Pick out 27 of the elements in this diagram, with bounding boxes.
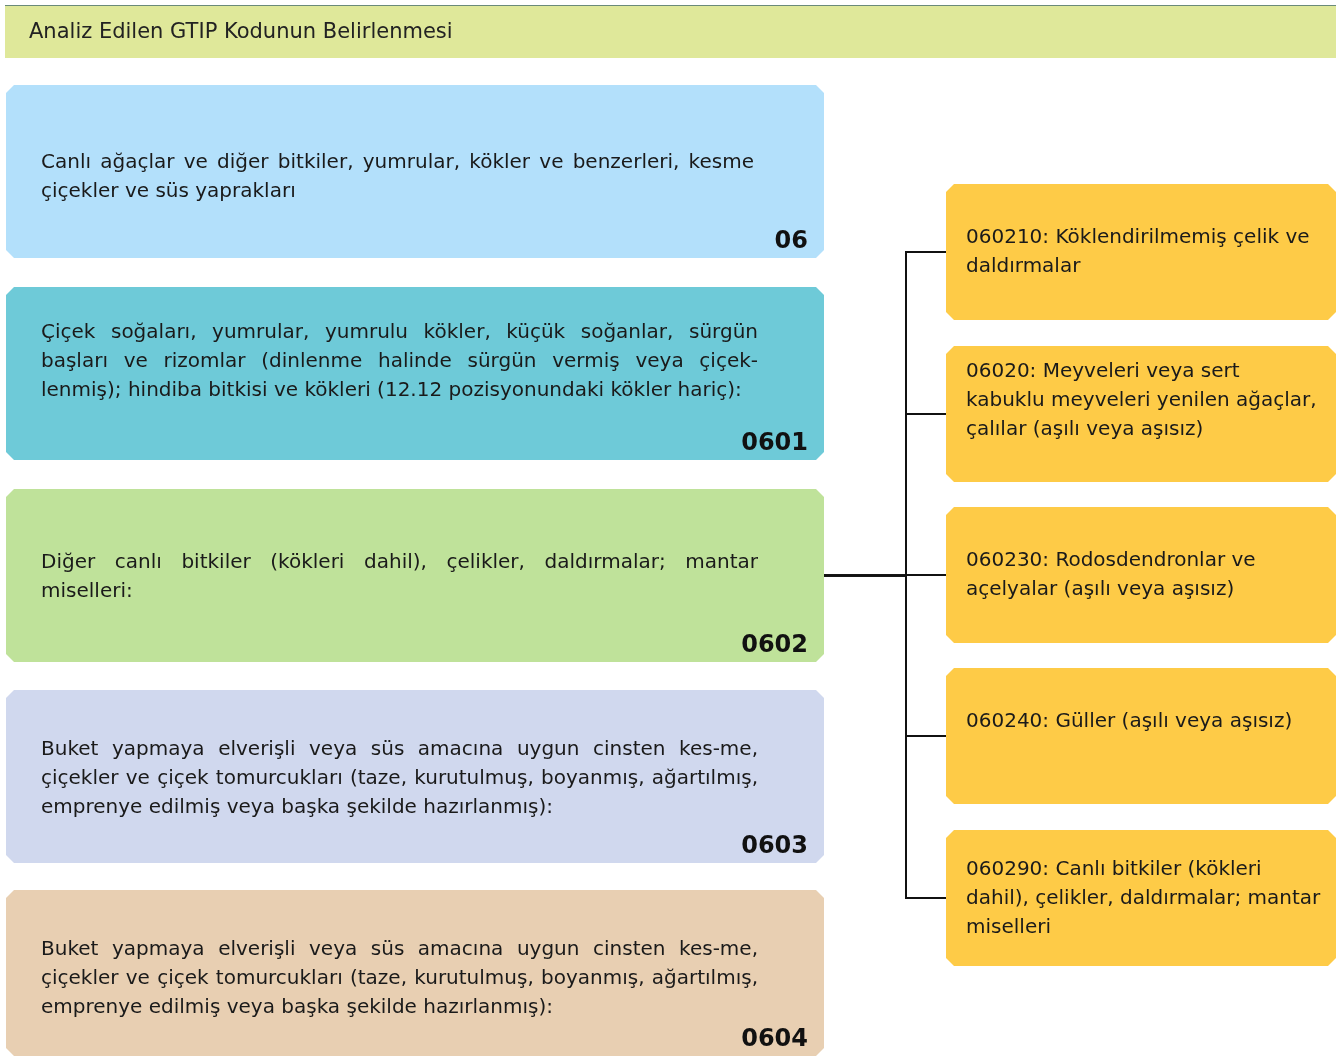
description-text: 06020: Meyveleri veya sert kabuklu meyveleri yenilen ağaçlar, çalılar (aşılı veya aşısız) bbox=[966, 357, 1318, 442]
description-text: 060230: Rodosdendronlar ve açelyalar (aşılı veya aşısız) bbox=[966, 546, 1257, 602]
subcode-box bbox=[946, 668, 1336, 804]
code-label: 0603 bbox=[741, 831, 808, 859]
description-text: Canlı ağaçlar ve diğer bitkiler, yumrular, kökler ve benzerleri, kesme çiçekler ve süs yaprakları bbox=[41, 148, 754, 204]
description-text: Çiçek soğaları, yumrular, yumrulu kökler, küçük soğanlar, sürgün başları ve rizomlar (dinlenme halinde sürgün vermiş veya çiçek-lenmiş); hindiba bitkisi ve kökleri (12.12 pozisyonundaki kökler hariç): bbox=[41, 318, 758, 403]
category-box bbox=[6, 287, 824, 460]
description-text: Diğer canlı bitkiler (kökleri dahil), çelikler, daldırmalar; mantar miselleri: bbox=[41, 548, 758, 604]
code-label: 0602 bbox=[741, 630, 808, 658]
description-text: Buket yapmaya elverişli veya süs amacına uygun cinsten kes-me, çiçekler ve çiçek tomurcukları (taze, kurutulmuş, boyanmış, ağartılmış, emprenye edilmiş veya başka şekilde hazırlanmış): bbox=[41, 735, 758, 820]
code-label: 0604 bbox=[741, 1024, 808, 1052]
category-box bbox=[6, 690, 824, 863]
category-box bbox=[6, 890, 824, 1056]
connector-line bbox=[823, 574, 947, 899]
title: Analiz Edilen GTIP Kodunun Belirlenmesi bbox=[29, 19, 453, 43]
code-label: 0601 bbox=[741, 428, 808, 456]
description-text: 060210: Köklendirilmemiş çelik ve daldırmalar bbox=[966, 223, 1311, 279]
description-text: 060240: Güller (aşılı veya aşısız) bbox=[966, 707, 1294, 734]
code-label: 06 bbox=[774, 226, 808, 254]
subcode-box bbox=[946, 346, 1336, 482]
description-text: 060290: Canlı bitkiler (kökleri dahil), çelikler, daldırmalar; mantar miselleri bbox=[966, 855, 1322, 940]
subcode-box bbox=[946, 507, 1336, 643]
category-box bbox=[6, 489, 824, 662]
subcode-box bbox=[946, 184, 1336, 320]
category-box bbox=[6, 85, 824, 258]
description-text: Buket yapmaya elverişli veya süs amacına uygun cinsten kes-me, çiçekler ve çiçek tomurcukları (taze, kurutulmuş, boyanmış, ağartılmış, emprenye edilmiş veya başka şekilde hazırlanmış): bbox=[41, 935, 758, 1020]
subcode-box bbox=[946, 830, 1336, 966]
